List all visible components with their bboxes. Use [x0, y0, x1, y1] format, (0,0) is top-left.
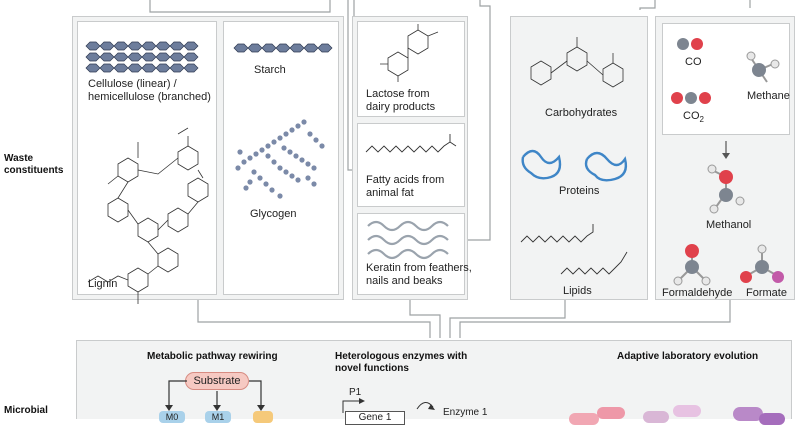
cellulose-label: Cellulose (linear) / hemicellulose (bran… [88, 78, 211, 103]
pathway-arrows [165, 380, 265, 411]
methane-label: Methane [747, 90, 790, 102]
co2-label: CO2 [683, 110, 704, 126]
adaptive-evolution-heading: Adaptive laboratory evolution [617, 351, 759, 362]
waste-constituents-label: Waste constituents [4, 153, 64, 176]
enzyme1-label: Enzyme 1 [443, 407, 488, 418]
proteins-structure-icon [521, 149, 628, 182]
methane-molecule-icon [746, 51, 780, 83]
evolution-cell-4 [673, 405, 701, 417]
subpanel-keratin: Keratin from feathers, nails and beaks [357, 213, 472, 295]
panel-biomolecules: Carbohydrates Proteins Lipids [510, 16, 648, 300]
starch-label: Starch [254, 64, 286, 76]
co-molecule-icon [677, 38, 703, 50]
starch-chain-icon [233, 43, 333, 53]
formaldehyde-molecule-icon [673, 244, 711, 286]
evolution-cell-6 [759, 413, 785, 425]
subpanel-starch-glycogen: Starch Glycogen [223, 21, 339, 295]
substrate-node: Substrate [185, 372, 249, 390]
gene-construct-arrows [342, 398, 435, 413]
subpanel-lactose: Lactose from dairy products [357, 21, 465, 117]
fatty-acid-chain-icon [365, 134, 457, 153]
fatty-acids-label: Fatty acids from animal fat [366, 174, 445, 199]
panel-polysaccharides: Cellulose (linear) / hemicellulose (bran… [72, 16, 344, 304]
co2-subscript: 2 [699, 115, 704, 125]
evolution-cell-3 [643, 411, 669, 423]
glycogen-label: Glycogen [250, 208, 297, 220]
down-arrow-icon [722, 141, 730, 159]
lipids-structure-icon [520, 224, 628, 275]
co2-molecule-icon [671, 92, 711, 104]
formaldehyde-label: Formaldehyde [662, 287, 733, 299]
formate-molecule-icon [740, 244, 784, 283]
methanol-molecule-icon [707, 164, 745, 214]
subpanel-fatty-acids: Fatty acids from animal fat [357, 123, 465, 207]
glycogen-branched-icon [235, 119, 325, 199]
formate-label: Formate [746, 287, 787, 299]
evolution-cell-2 [597, 407, 625, 419]
promoter-label: P1 [349, 387, 362, 398]
metabolic-rewiring-heading: Metabolic pathway rewiring [147, 351, 278, 362]
co2-text: CO [683, 110, 700, 122]
evolution-cell-5 [733, 407, 763, 421]
subpanel-cellulose-lignin: Cellulose (linear) / hemicellulose (bran… [77, 21, 217, 304]
evolution-cell-1 [569, 413, 599, 425]
heterologous-enzymes-heading: Heterologous enzymes with novel function… [335, 351, 468, 374]
proteins-label: Proteins [559, 185, 600, 197]
panel-microbial-engineering: Metabolic pathway rewiring Heterologous … [76, 340, 792, 425]
gene1-box: Gene 1 [345, 411, 405, 425]
lignin-structure-icon [87, 127, 209, 304]
co-label: CO [685, 56, 702, 68]
lignin-label: Lignin [88, 278, 118, 290]
carbohydrates-structure-icon [530, 37, 624, 88]
lactose-label: Lactose from dairy products [366, 88, 436, 113]
panel-c1-compounds: CO Methane CO2 Methanol [655, 16, 795, 300]
keratin-helix-icon [367, 220, 449, 260]
subpanel-gases: CO Methane CO2 [662, 23, 790, 135]
carbohydrates-label: Carbohydrates [545, 107, 618, 119]
lipids-label: Lipids [563, 285, 592, 297]
keratin-label: Keratin from feathers, nails and beaks [366, 262, 472, 287]
microbial-label: Microbial [4, 405, 48, 416]
panel-animal-dairy: Lactose from dairy products Fatty acids … [352, 16, 472, 300]
cellulose-chain-icon [85, 41, 199, 73]
lactose-structure-icon [380, 24, 439, 82]
methanol-label: Methanol [706, 219, 752, 231]
